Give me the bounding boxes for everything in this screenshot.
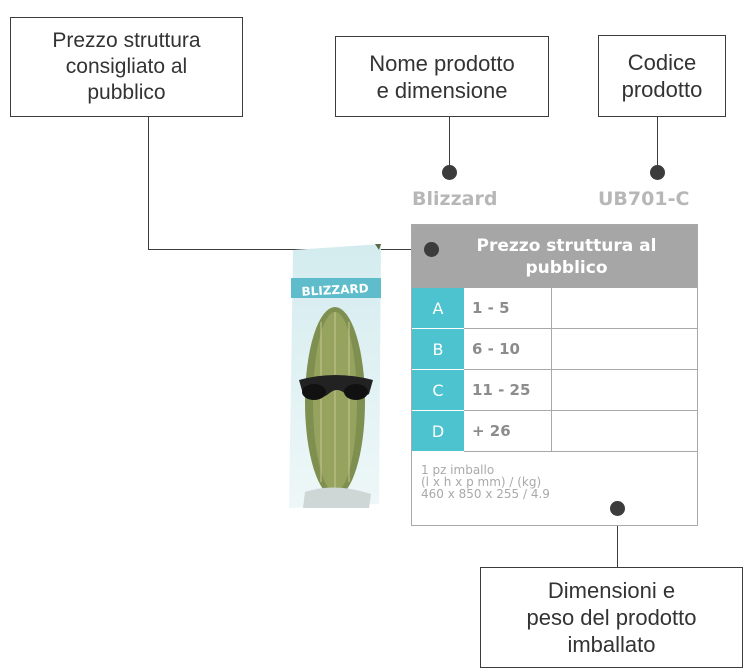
connector-line-name — [449, 117, 450, 172]
table-row: A 1 - 5 — [412, 288, 697, 329]
connector-line-code — [657, 117, 658, 172]
product-name: Blizzard — [412, 188, 498, 210]
package-info-line2: (l x h x p mm) / (kg) — [421, 475, 542, 489]
connector-line-price-vertical — [148, 117, 149, 250]
callout-name-size-text: Nome prodotto e dimensione — [369, 50, 515, 103]
callout-name-size: Nome prodotto e dimensione — [335, 36, 549, 117]
table-row: D + 26 — [412, 411, 697, 452]
price-tier-range: 6 - 10 — [464, 329, 552, 370]
price-tier-range: + 26 — [464, 411, 552, 452]
connector-dot-icon — [650, 165, 665, 180]
price-table: Prezzo struttura al pubblico A 1 - 5 B 6… — [411, 224, 698, 526]
table-row: B 6 - 10 — [412, 329, 697, 370]
connector-dot-icon — [442, 165, 457, 180]
price-tier-value — [552, 288, 697, 329]
price-tier-code: B — [412, 329, 464, 370]
package-info-line1: 1 pz imballo — [421, 463, 495, 477]
price-tier-code: C — [412, 370, 464, 411]
callout-package-dims: Dimensioni e peso del prodotto imballato — [480, 567, 743, 668]
price-tier-code: D — [412, 411, 464, 452]
banner-image: BLIZZARD — [289, 244, 381, 508]
product-code: UB701-C — [598, 188, 690, 210]
price-tier-value — [552, 411, 697, 452]
connector-line-dims — [617, 508, 618, 567]
connector-dot-icon — [610, 501, 625, 516]
banner-title: BLIZZARD — [301, 281, 369, 298]
price-table-header: Prezzo struttura al pubblico — [412, 225, 697, 288]
price-tier-value — [552, 329, 697, 370]
price-tier-range: 1 - 5 — [464, 288, 552, 329]
callout-price-structure-text: Prezzo struttura consigliato al pubblico — [52, 29, 201, 104]
callout-product-code-text: Codice prodotto — [621, 50, 703, 102]
package-info-line3: 460 x 850 x 255 / 4.9 — [421, 487, 550, 501]
price-tier-code: A — [412, 288, 464, 329]
price-tier-value — [552, 370, 697, 411]
connector-line-price-horizontal — [148, 249, 432, 250]
price-table-header-label: Prezzo struttura al pubblico — [476, 235, 657, 278]
table-row: C 11 - 25 — [412, 370, 697, 411]
package-info: 1 pz imballo (l x h x p mm) / (kg) 460 x… — [412, 452, 697, 524]
price-tier-range: 11 - 25 — [464, 370, 552, 411]
connector-dot-icon — [424, 242, 439, 257]
callout-price-structure: Prezzo struttura consigliato al pubblico — [10, 17, 243, 117]
callout-product-code: Codice prodotto — [598, 35, 726, 117]
callout-package-dims-text: Dimensioni e peso del prodotto imballato — [526, 578, 697, 657]
